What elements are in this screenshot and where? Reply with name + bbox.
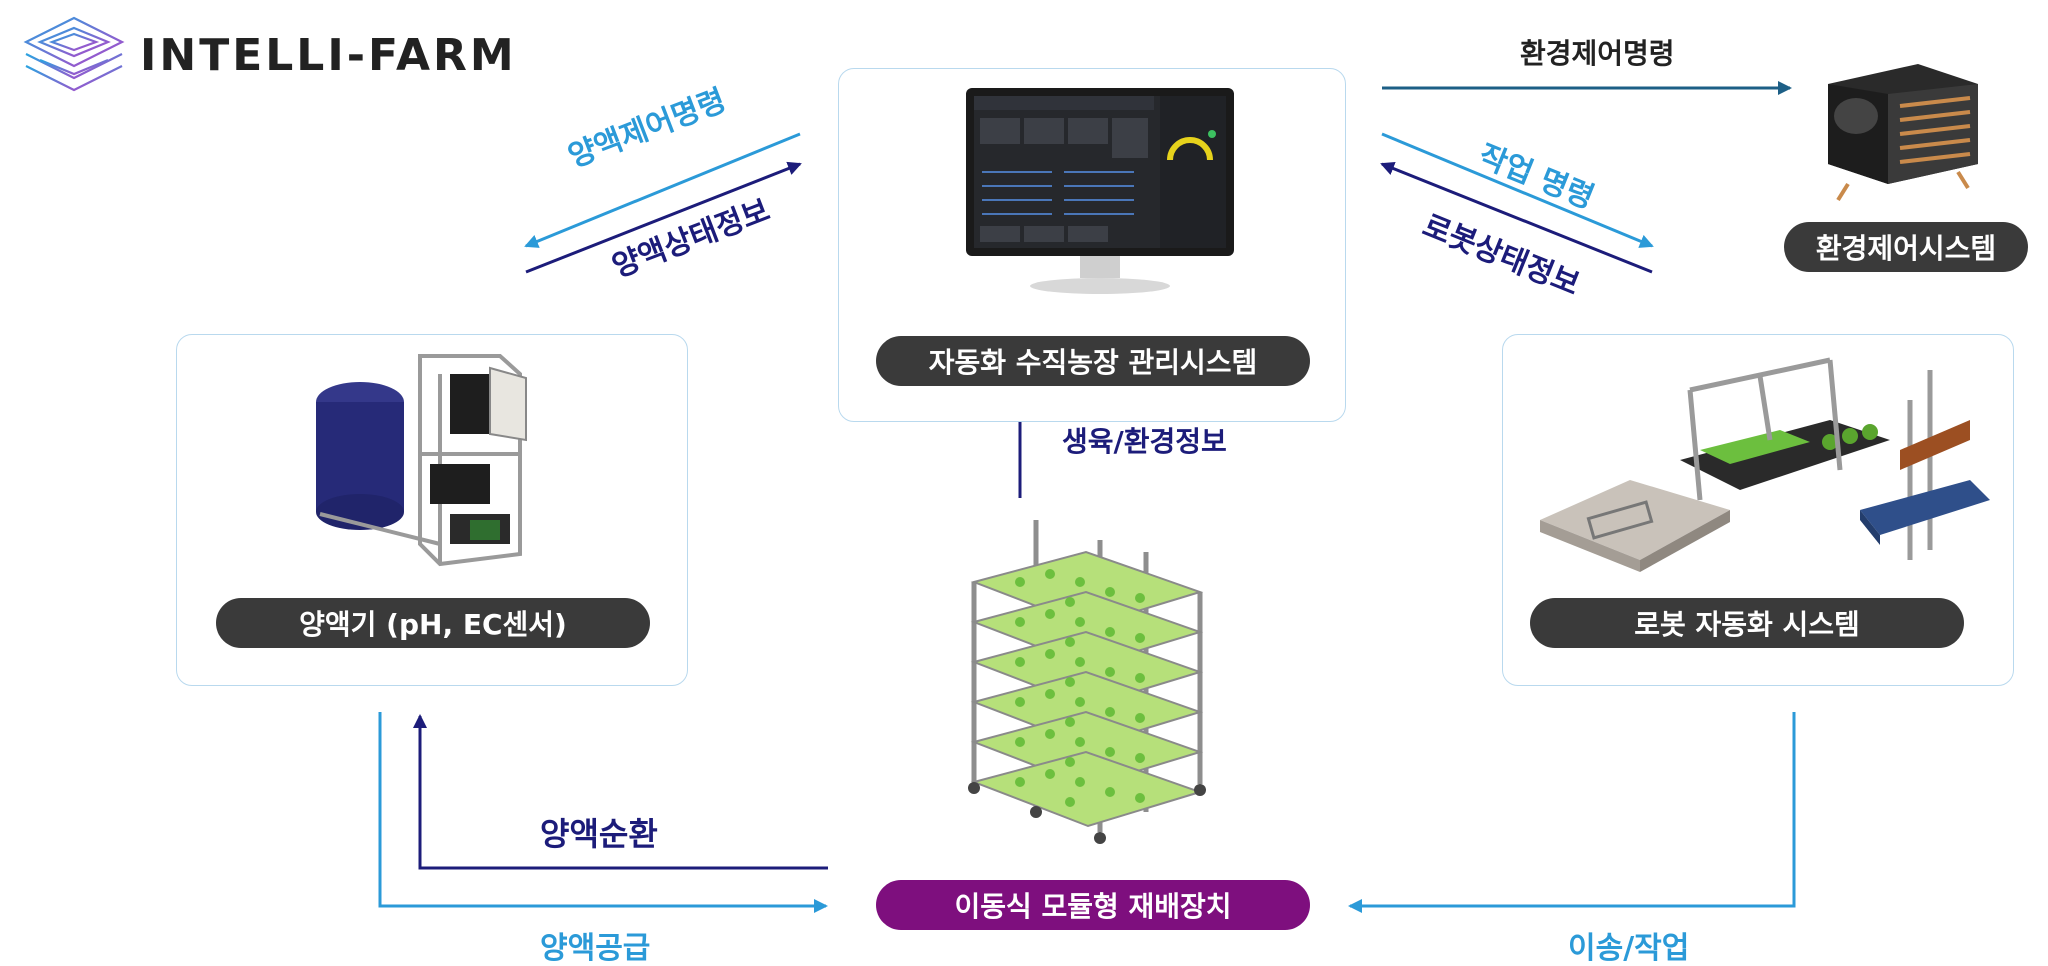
arrow-supply xyxy=(378,712,828,913)
arrow-nutrient-status xyxy=(525,161,802,274)
label-transfer-work: 이송/작업 xyxy=(1568,931,1690,966)
label-env-control-cmd: 환경제어명령 xyxy=(1520,37,1675,70)
label-robot-system: 로봇 자동화 시스템 xyxy=(1530,598,1964,648)
arrow-robot-status xyxy=(1380,161,1653,274)
arrow-work-cmd xyxy=(1381,132,1654,248)
monitor-illustration xyxy=(964,86,1236,296)
nutrient-machine-illustration xyxy=(300,344,540,584)
label-nutrient-circulation: 양액순환 xyxy=(540,815,658,853)
hvac-unit-illustration xyxy=(1808,54,1996,204)
logo-icon xyxy=(23,16,125,92)
brand-name: INTELLI-FARM xyxy=(140,30,517,81)
label-growth-env-info: 생육/환경정보 xyxy=(1062,425,1227,458)
label-nutrient-machine: 양액기 (pH, EC센서) xyxy=(216,598,650,648)
arrow-nutrient-control xyxy=(524,132,801,248)
label-management-system: 자동화 수직농장 관리시스템 xyxy=(876,336,1310,386)
cultivation-rack-illustration xyxy=(960,512,1212,852)
robot-system-illustration xyxy=(1530,350,1990,600)
label-env-system: 환경제어시스템 xyxy=(1784,222,2028,272)
label-cultivation-device: 이동식 모듈형 재배장치 xyxy=(876,880,1310,930)
arrow-transfer xyxy=(1348,712,1796,913)
label-nutrient-supply: 양액공급 xyxy=(540,931,651,966)
arrow-circulation xyxy=(413,714,828,870)
